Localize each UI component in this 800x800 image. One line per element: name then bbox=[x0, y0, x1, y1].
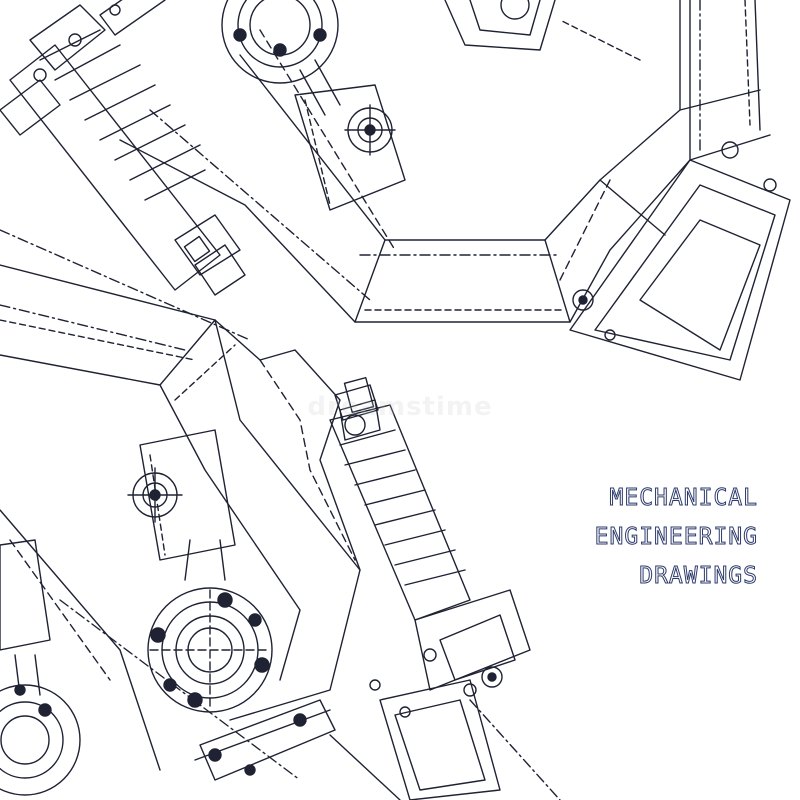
top-right-housing bbox=[444, 0, 556, 51]
construction-lines bbox=[0, 229, 561, 800]
title-line-drawings: DRAWINGS bbox=[639, 563, 758, 590]
lower-valve-large bbox=[127, 429, 273, 713]
upper-right-housing bbox=[559, 19, 791, 381]
upper-spring-assembly bbox=[0, 4, 246, 296]
lower-box-housing bbox=[379, 679, 501, 800]
title-line-engineering: ENGINEERING bbox=[594, 524, 758, 551]
lower-flange bbox=[194, 699, 401, 800]
title-line-mechanical: MECHANICAL bbox=[609, 485, 758, 512]
lower-spring-assembly bbox=[329, 376, 531, 691]
upper-duct bbox=[119, 0, 771, 323]
upper-flange bbox=[33, 0, 166, 82]
lower-duct bbox=[0, 264, 361, 771]
upper-valve bbox=[221, 0, 406, 211]
far-left-valve bbox=[0, 539, 81, 796]
